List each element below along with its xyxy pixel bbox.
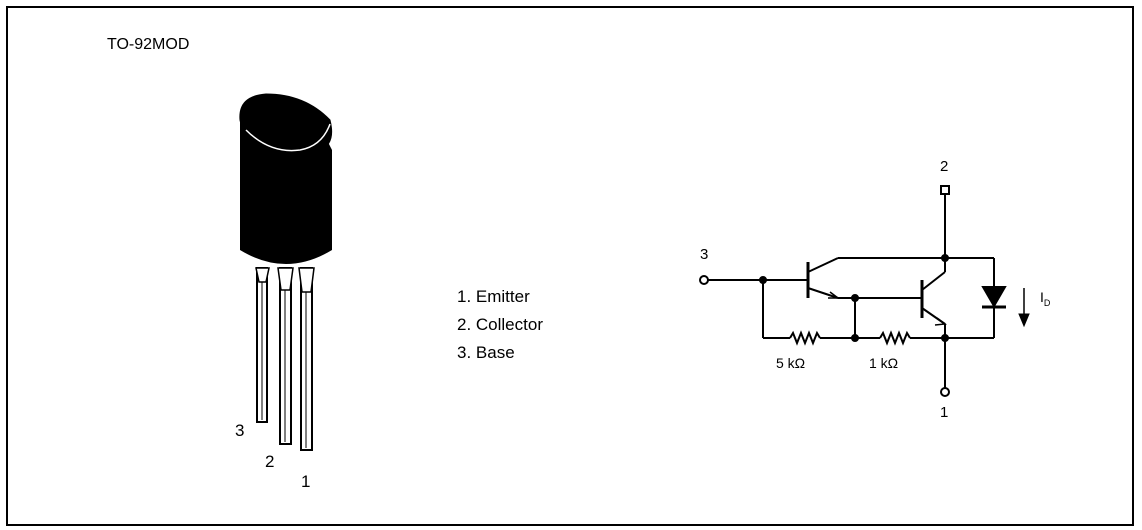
- package-title: TO-92MOD: [107, 36, 189, 53]
- resistor-1k-label: 1 kΩ: [869, 355, 898, 371]
- to92mod-package: 3 2 1: [235, 93, 333, 491]
- pin-legend-item-3: 3. Base: [457, 343, 515, 362]
- package-pin-1-label: 1: [301, 472, 310, 491]
- package-pin-2-label: 2: [265, 452, 274, 471]
- collector-terminal: [940, 185, 950, 195]
- diode-current-label: ID: [1040, 289, 1051, 308]
- resistor-1k: [879, 330, 911, 346]
- pin-legend-item-1: 1. Emitter: [457, 287, 530, 306]
- pin-legend: 1. Emitter 2. Collector 3. Base: [457, 287, 543, 362]
- diode: [981, 258, 1007, 338]
- current-arrow: [1018, 288, 1030, 328]
- resistor-5k-label: 5 kΩ: [776, 355, 805, 371]
- base-terminal: [699, 275, 709, 285]
- resistor-5k: [789, 330, 821, 346]
- schematic-pin-1-label: 1: [940, 404, 948, 421]
- package-pin-3-label: 3: [235, 421, 244, 440]
- diagram-frame: [6, 6, 1134, 526]
- transistor-q1: [806, 257, 855, 299]
- schematic-pin-2-label: 2: [940, 158, 948, 175]
- transistor-q2: [920, 258, 947, 338]
- darlington-schematic: [699, 185, 1030, 397]
- schematic-pin-3-label: 3: [700, 246, 708, 263]
- emitter-terminal: [940, 387, 950, 397]
- pin-legend-item-2: 2. Collector: [457, 315, 543, 334]
